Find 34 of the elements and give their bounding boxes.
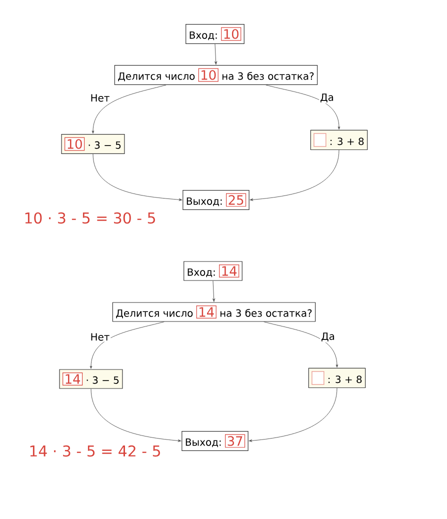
answer-box: 10 xyxy=(220,27,242,41)
process-box: Делится число 14 на 3 без остатка? xyxy=(112,302,316,322)
arrow xyxy=(250,150,340,201)
answer-box: 10 xyxy=(64,137,85,151)
answer-box: 14 xyxy=(218,264,240,278)
answer-box: 14 xyxy=(62,372,83,386)
arrow xyxy=(90,322,164,369)
process-box: Выход: 37 xyxy=(182,431,248,451)
arrow xyxy=(212,280,216,302)
process-box: Выход: 25 xyxy=(182,190,250,210)
arrow xyxy=(248,388,338,442)
arrow xyxy=(90,388,182,442)
arrow xyxy=(214,44,218,65)
answer-box: 25 xyxy=(226,193,246,207)
process-box: : 3 + 8 xyxy=(308,368,366,388)
answer-box: 10 xyxy=(198,68,219,82)
answer-box: 37 xyxy=(224,434,246,448)
edge-label: Нет xyxy=(89,332,111,342)
process-box: Делится число 10 на 3 без остатка? xyxy=(114,65,318,85)
handwritten-note: 10 · 3 - 5 = 30 - 5 xyxy=(25,212,155,224)
process-box: Вход: 14 xyxy=(184,261,242,281)
arrow xyxy=(264,322,338,368)
answer-box: 14 xyxy=(196,305,217,318)
arrow xyxy=(92,84,166,134)
edge-label: Да xyxy=(320,332,336,342)
handwritten-note: 14 · 3 - 5 = 42 - 5 xyxy=(30,445,160,457)
process-box: 14 · 3 − 5 xyxy=(59,369,123,389)
arrow xyxy=(92,154,182,201)
arrow xyxy=(266,84,340,130)
process-box: 10 · 3 − 5 xyxy=(61,134,125,154)
process-box: : 3 + 8 xyxy=(310,130,368,150)
process-box: Вход: 10 xyxy=(186,24,244,44)
edge-label: Нет xyxy=(89,93,111,103)
edge-label: Да xyxy=(319,92,335,104)
